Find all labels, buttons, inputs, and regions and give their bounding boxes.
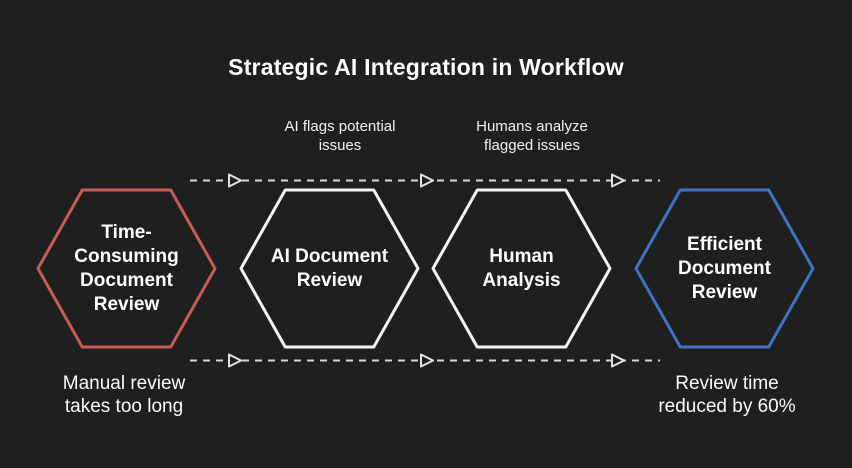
hexagon-human-analysis <box>431 188 612 349</box>
stage-label-human-analysis: Human Analysis <box>482 245 561 291</box>
flow-annotation-humans-analyze: Humans analyze flagged issues <box>476 118 588 154</box>
hexagon-efficient-document-review <box>634 188 815 349</box>
hexagon-ai-document-review <box>239 188 420 349</box>
hexagon-time-consuming-document-review <box>36 188 217 349</box>
stage-label-time-consuming-document-review: Time- Consuming Document Review <box>74 221 179 315</box>
caption-manual-review: Manual review takes too long <box>62 373 186 417</box>
stage-label-efficient-document-review: Efficient Document Review <box>678 233 771 303</box>
flow-annotation-ai-flags: AI flags potential issues <box>284 118 396 154</box>
page-title: Strategic AI Integration in Workflow <box>228 54 624 80</box>
stage-label-ai-document-review: AI Document Review <box>270 245 389 291</box>
caption-review-time-reduced: Review time reduced by 60% <box>658 373 796 417</box>
